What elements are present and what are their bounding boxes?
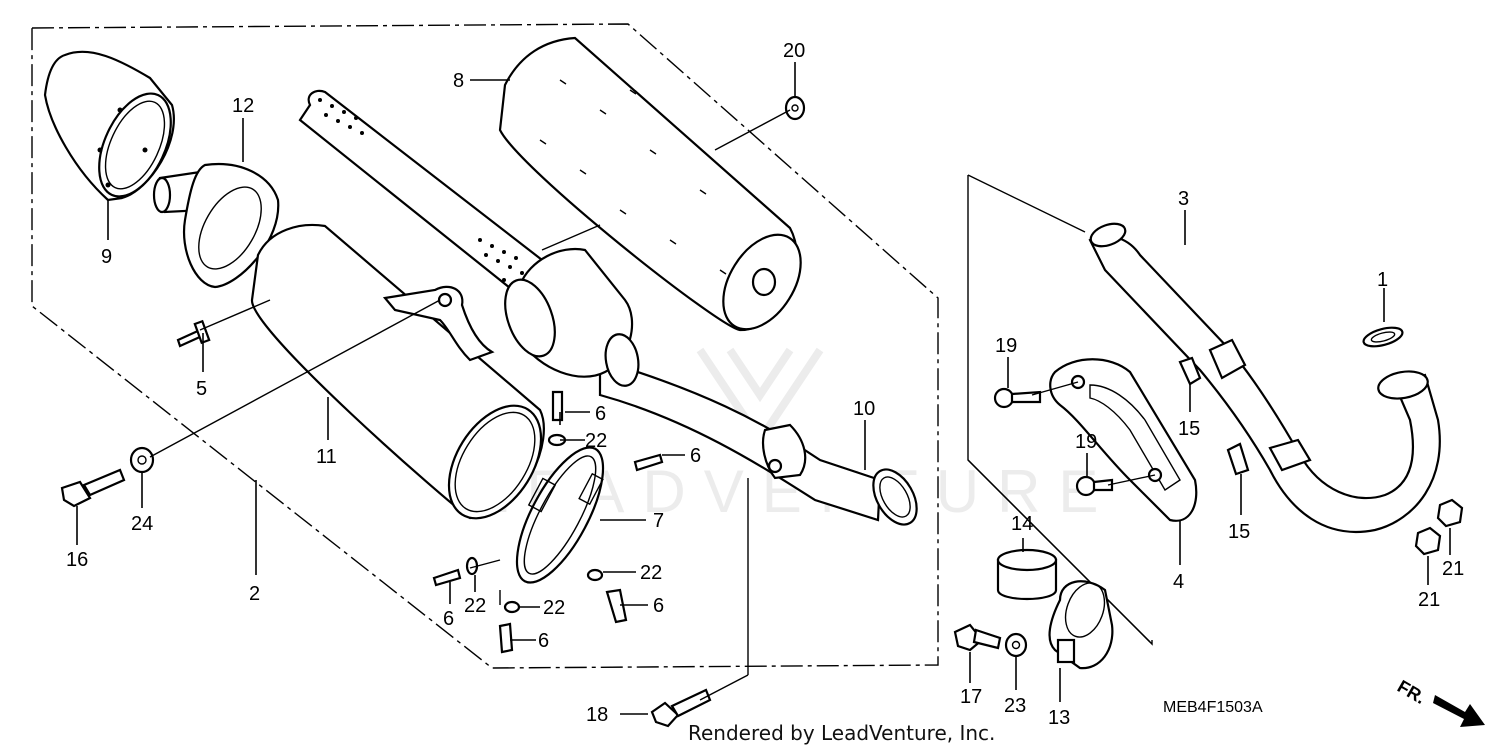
- callout-5: 5: [196, 378, 207, 400]
- callout-19-b: 19: [1075, 431, 1097, 453]
- exhaust-pipe-part-3: [1088, 222, 1441, 533]
- muffler-front-pipe-part-10: [504, 247, 918, 526]
- callout-6-d: 6: [653, 595, 664, 617]
- callout-22-b: 22: [464, 595, 486, 617]
- callout-17: 17: [960, 686, 982, 708]
- bolt-part-19-upper: [993, 387, 1042, 409]
- callout-18: 18: [586, 704, 608, 726]
- callout-13: 13: [1048, 707, 1070, 729]
- callout-21-b: 21: [1418, 589, 1440, 611]
- front-direction-arrow-icon: [1433, 695, 1485, 727]
- callout-6-c: 6: [443, 608, 454, 630]
- callout-4: 4: [1173, 571, 1184, 593]
- muffler-packing-part-8: [498, 36, 802, 332]
- clip-part-15-lower: [1226, 442, 1250, 476]
- bolt-part-19-lower: [1075, 475, 1114, 497]
- bolt-part-18: [650, 688, 712, 728]
- washer-part-23: [1004, 632, 1028, 658]
- callout-6-e: 6: [538, 630, 549, 652]
- callout-14: 14: [1011, 513, 1033, 535]
- callout-15-a: 15: [1178, 418, 1200, 440]
- bolt-part-16: [60, 468, 126, 508]
- end-cap-part-9: [43, 50, 175, 202]
- callout-8: 8: [453, 70, 464, 92]
- callout-3: 3: [1178, 188, 1189, 210]
- callout-15-b: 15: [1228, 521, 1250, 543]
- nut-part-21-upper: [1436, 498, 1464, 528]
- diagram-code: MEB4F1503A: [1163, 699, 1263, 716]
- washer-part-22-c: [503, 600, 521, 614]
- callout-7: 7: [653, 510, 664, 532]
- band-part-7: [515, 446, 605, 584]
- callout-6-b: 6: [690, 445, 701, 467]
- callout-2: 2: [249, 583, 260, 605]
- callout-9: 9: [101, 246, 112, 268]
- callout-6-a: 6: [595, 403, 606, 425]
- callout-12: 12: [232, 95, 254, 117]
- front-direction-label: FR.: [1394, 676, 1429, 708]
- callout-24: 24: [131, 513, 153, 535]
- callout-19-a: 19: [995, 335, 1017, 357]
- callout-22-a: 22: [585, 430, 607, 452]
- leader-lines: [76, 62, 1451, 715]
- gasket-part-1: [1362, 326, 1404, 348]
- callout-1: 1: [1377, 269, 1388, 291]
- muffler-body-part-11: [250, 223, 545, 520]
- inner-tube-part-12: [152, 162, 280, 289]
- callout-11: 11: [316, 446, 337, 468]
- render-credit: Rendered by LeadVenture, Inc.: [688, 721, 995, 745]
- callout-22-d: 22: [640, 562, 662, 584]
- bolt-part-17: [953, 623, 1002, 652]
- rivet-part-5: [176, 319, 211, 348]
- callout-16: 16: [66, 549, 88, 571]
- clip-part-15-upper: [1178, 356, 1202, 386]
- muffler-assembly-frame: [31, 23, 939, 669]
- callout-21-a: 21: [1442, 558, 1464, 580]
- callout-10: 10: [853, 398, 875, 420]
- callout-20: 20: [783, 40, 805, 62]
- callout-labels: 1 2 3 4 5 6 6 6 6 6 7 8 9 10 11 12 13 14…: [66, 40, 1464, 729]
- callout-22-c: 22: [543, 597, 565, 619]
- nut-part-21-lower: [1414, 526, 1442, 556]
- callout-23: 23: [1004, 695, 1026, 717]
- clamp-part-13: [1048, 580, 1114, 670]
- washer-part-22-d: [586, 568, 604, 582]
- gasket-part-14: [996, 548, 1058, 601]
- washer-part-24: [129, 446, 155, 474]
- washer-part-20: [784, 95, 806, 121]
